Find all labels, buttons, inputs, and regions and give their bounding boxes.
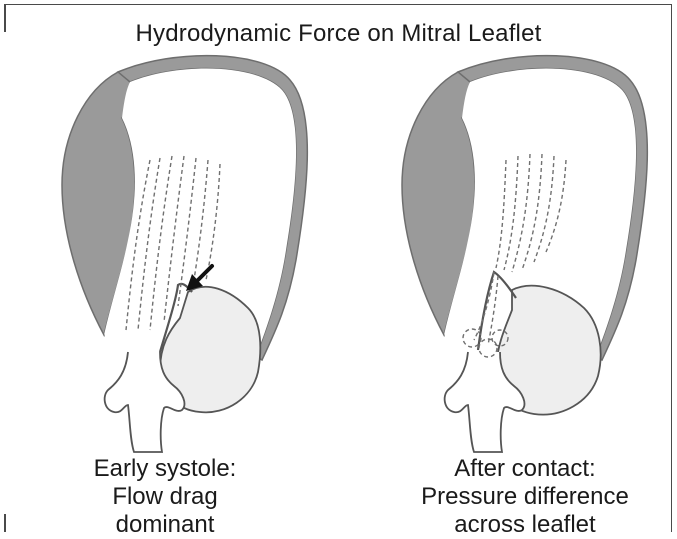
caption-after-contact: After contact: Pressure difference acros… <box>390 455 660 539</box>
caption-line: Early systole: <box>40 455 290 483</box>
caption-line: Flow drag <box>40 483 290 511</box>
panel-early-systole <box>62 56 307 452</box>
caption-line: dominant <box>40 511 290 539</box>
caption-line: After contact: <box>390 455 660 483</box>
caption-early-systole: Early systole: Flow drag dominant <box>40 455 290 539</box>
caption-line: Pressure difference <box>390 483 660 511</box>
caption-line: across leaflet <box>390 511 660 539</box>
panel-after-contact <box>402 56 647 452</box>
